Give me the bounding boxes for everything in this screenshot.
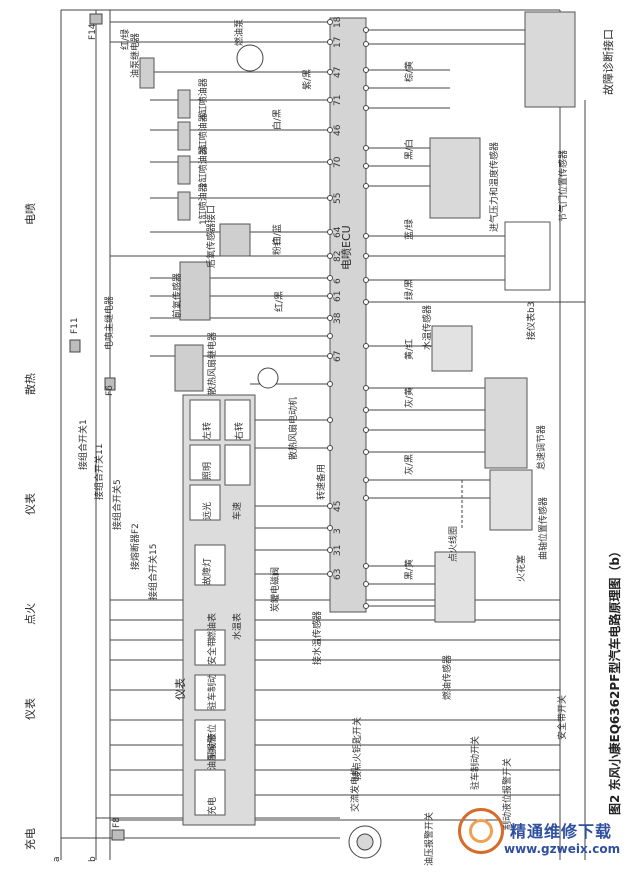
fuse-f11: F11 [70, 317, 80, 334]
wire-label-6: 红/黑 [275, 290, 285, 312]
park-switch-label: 驻车制动开关 [471, 735, 481, 790]
fuse-f6: F6 [105, 385, 115, 396]
canister-label: 炭罐电磁阀 [271, 566, 281, 612]
wire-label-12: 黄/红 [405, 338, 415, 360]
ecu-pin: 82 [333, 250, 343, 262]
connector-15: 接组合开关15 [149, 543, 159, 600]
spark-label: 火花塞 [517, 554, 527, 582]
speed-label: 转速备用 [317, 463, 327, 500]
oil-switch-label: 油压报警开关 [425, 811, 435, 866]
diagnostic-connector-label: 故障诊断接口 [602, 29, 615, 95]
gauge-fault: 故障灯 [203, 557, 213, 585]
wire-label-2: 紫/黑 [303, 68, 313, 90]
gauge-temp: 水温表 [233, 612, 243, 640]
ecu-pin: 71 [333, 94, 343, 106]
gauge-highbeam: 远光 [203, 501, 213, 520]
ecu-pin: 63 [333, 568, 343, 580]
ignition-key-label: 接点火钥匙开关 [353, 716, 363, 780]
fan-motor-label: 散热风扇电动机 [289, 396, 299, 460]
ecu-pin: 3 [333, 528, 343, 534]
wire-label-10: 绿/黑 [405, 278, 415, 300]
gauge-fuel: 燃油表 [208, 612, 218, 640]
belt-switch-label: 安全带开关 [558, 694, 568, 740]
wire-label-7: 棕/黄 [405, 60, 415, 82]
ecu-pin: 46 [333, 124, 343, 136]
gauge-brake: 制动液位 [208, 723, 218, 760]
wire-label-11: 灰/黄 [405, 386, 415, 408]
map-sensor-label: 进气压力和温度传感器 [490, 141, 500, 232]
injector-2-label: 2缸喷油器 [199, 146, 209, 188]
wire-label-5: 粉红 [273, 236, 283, 255]
gauge-illum: 照明 [203, 461, 213, 480]
gauge-park: 驻车制动 [208, 673, 218, 710]
ecu-pin: 18 [333, 16, 343, 28]
gauge-belt: 安全带 [208, 637, 218, 665]
wire-label-13: 黑/黄 [405, 558, 415, 580]
rail-label-gauge-1: 仪表 [24, 698, 37, 720]
connector-5: 接组合开关5 [113, 479, 123, 530]
figure-caption: 图2 东风小康EQ6362PF型汽车电路原理图（b） [608, 545, 622, 815]
ecu-pin: 61 [333, 290, 343, 302]
idle-label: 怠速调节器 [537, 424, 547, 470]
wire-label-3: 白/黑 [273, 108, 283, 130]
watermark-url: www.gzweix.com [504, 842, 621, 856]
fan-relay-label: 散热风扇继电器 [208, 331, 218, 395]
main-relay-label: 电喷主继电器 [105, 295, 115, 350]
front-o2-label: 前氧传感器 [173, 272, 183, 318]
wire-label-14: 灰/黑 [405, 453, 415, 475]
ecu-pin: 17 [333, 36, 343, 48]
ecu-pin: 55 [333, 192, 343, 204]
wire-label-9: 蓝/绿 [405, 218, 415, 240]
ecu-pin: 64 [333, 226, 343, 238]
instrument-label: 仪表 [174, 678, 187, 700]
connector-1: 接组合开关1 [79, 419, 89, 470]
ecu-pin: 6 [333, 278, 343, 284]
gauge-charge: 充电 [208, 796, 218, 815]
ecu-pin: 45 [333, 500, 343, 512]
crank-label: 曲轴位置传感器 [539, 496, 549, 560]
tps-label: 节气门位置传感器 [559, 149, 569, 222]
fuse-f14: F14 [88, 23, 98, 40]
water-temp-sensor-label: 接水温传感器 [313, 610, 323, 665]
rail-label-efi: 电喷 [24, 203, 37, 225]
coolant-label: 水温传感器 [423, 304, 433, 350]
fuse-f8: F8 [112, 817, 122, 828]
node-a: a [52, 856, 62, 862]
rail-label-charge: 充电 [24, 828, 37, 850]
to-gauge-label: 接仪表b3 [527, 301, 537, 340]
gauge-speed: 车速 [233, 501, 243, 520]
ecu-pin: 31 [333, 544, 343, 556]
fuel-pump-label: 燃油泵 [235, 18, 245, 46]
rear-o2-label: 后氧传感器接口 [207, 204, 217, 268]
gauge-left: 左转 [203, 421, 213, 440]
node-b: b [88, 856, 98, 862]
wire-label-1: 红/绿 [121, 28, 131, 50]
wire-label-8: 黑/白 [405, 138, 415, 160]
ecu-pin: 47 [333, 66, 343, 78]
watermark-title: 精通维修下载 [510, 822, 613, 841]
connector-11: 接组合开关11 [95, 443, 105, 500]
rail-label-ignition: 点火 [24, 603, 37, 625]
fuel-sensor-label: 燃油传感器 [443, 654, 453, 700]
rail-label-gauge-2: 仪表 [24, 493, 37, 515]
ecu-pin: 67 [333, 350, 343, 362]
ecu-pin: 70 [333, 156, 343, 168]
watermark-logo [458, 808, 504, 854]
gauge-right: 右转 [235, 421, 245, 440]
ecu-pin: 38 [333, 312, 343, 324]
rail-label-cooling: 散热 [24, 373, 37, 395]
connector-f2: 接熔断器F2 [131, 523, 141, 570]
coil-label: 点火线圈 [449, 525, 459, 562]
